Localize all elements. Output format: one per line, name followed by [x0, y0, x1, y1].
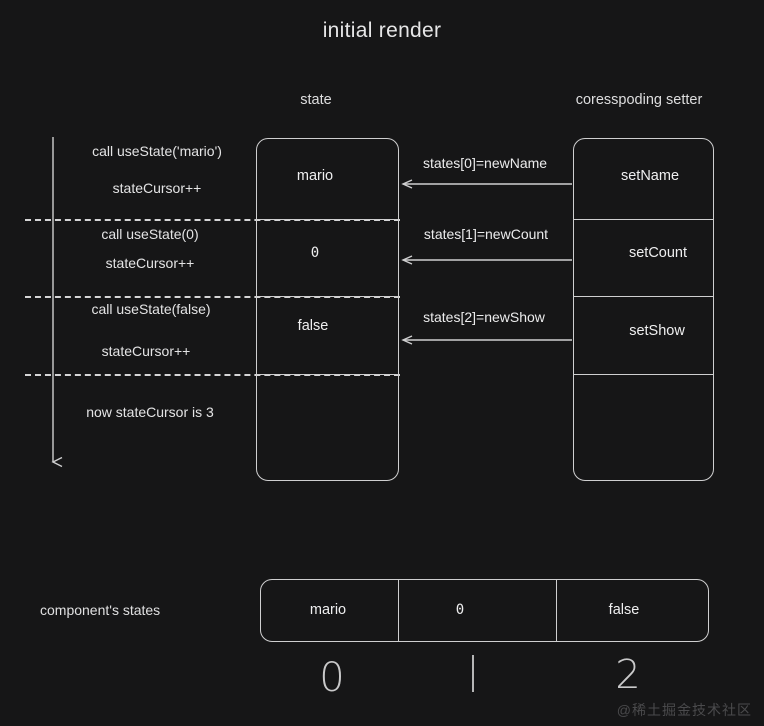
step-1-cursor: stateCursor++ — [112, 180, 202, 196]
index-number-0: 0 — [319, 655, 345, 701]
watermark: @稀土掘金技术社区 — [616, 702, 752, 718]
component-state-cell-1: 0 — [455, 602, 465, 618]
component-states-label: component's states — [40, 602, 161, 618]
step-3-call: call useState(false) — [91, 301, 211, 317]
step-2-cursor: stateCursor++ — [105, 255, 195, 271]
arrow-label-0: states[0]=newName — [422, 155, 548, 171]
state-cell-1: 0 — [310, 245, 320, 261]
setter-box-divider-2 — [573, 296, 714, 297]
state-box-divider-1 — [256, 219, 399, 220]
timeline-separator-1 — [25, 219, 400, 221]
setter-cell-0: setName — [620, 168, 680, 184]
component-states-box — [260, 579, 709, 642]
state-column-header: state — [300, 92, 332, 108]
component-states-divider-1 — [398, 579, 399, 642]
step-1-call: call useState('mario') — [92, 143, 222, 159]
component-states-divider-2 — [556, 579, 557, 642]
timeline-final-note: now stateCursor is 3 — [86, 404, 214, 420]
step-3-cursor: stateCursor++ — [101, 343, 191, 359]
state-cell-0: mario — [296, 168, 334, 184]
setter-box — [573, 138, 714, 481]
setter-column-header: coresspoding setter — [575, 92, 703, 108]
page-title: initial render — [322, 19, 442, 42]
timeline-separator-3 — [25, 374, 400, 376]
state-cell-2: false — [297, 318, 329, 334]
timeline-separator-2 — [25, 296, 400, 298]
arrow-label-1: states[1]=newCount — [423, 226, 549, 242]
state-box-divider-3 — [256, 374, 399, 375]
setter-cell-2: setShow — [629, 323, 685, 339]
setter-cell-1: setCount — [628, 245, 688, 261]
setter-box-divider-3 — [573, 374, 714, 375]
state-box-divider-2 — [256, 296, 399, 297]
step-2-call: call useState(0) — [101, 226, 199, 242]
arrow-label-2: states[2]=newShow — [423, 309, 545, 325]
index-number-2: 2 — [615, 652, 641, 698]
component-state-cell-2: false — [608, 602, 640, 618]
setter-box-divider-1 — [573, 219, 714, 220]
component-state-cell-0: mario — [309, 602, 347, 618]
state-box — [256, 138, 399, 481]
